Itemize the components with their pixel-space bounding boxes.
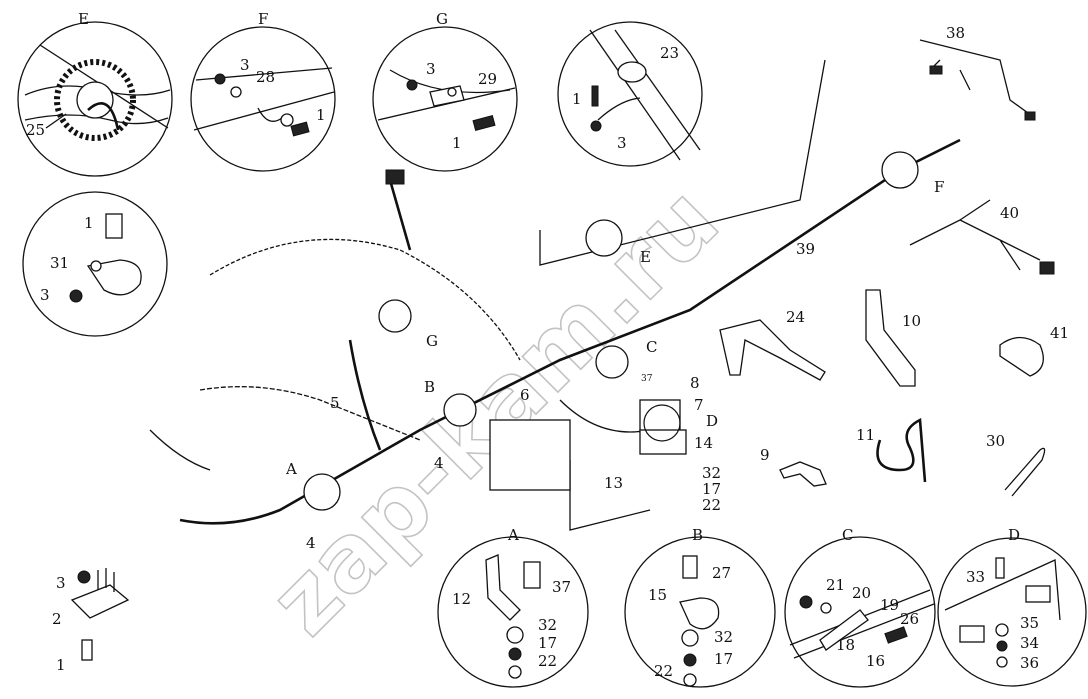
callout-22: 22 (702, 496, 721, 514)
callout-25: 25 (26, 121, 45, 139)
callout-C: C (646, 338, 657, 356)
callout-E: E (640, 248, 651, 266)
callout-36: 36 (1020, 654, 1039, 672)
detail-c: C 21 20 19 18 26 16 (784, 526, 936, 688)
callout-G: G (426, 332, 438, 350)
callout-D: D (706, 412, 718, 430)
callout-3: 3 (56, 574, 66, 592)
detail-f-title: F (258, 10, 268, 28)
callout-39: 39 (796, 240, 815, 258)
callout-32: 32 (702, 464, 721, 482)
callout-11: 11 (856, 426, 875, 444)
callout-3: 3 (40, 286, 50, 304)
callout-29: 29 (478, 70, 497, 88)
callout-37: 37 (552, 578, 571, 596)
callout-2: 2 (52, 610, 62, 628)
detail-b-title: B (692, 526, 703, 544)
part-11: 11 (856, 417, 927, 483)
part-10: 10 (865, 289, 921, 387)
callout-24: 24 (786, 308, 805, 326)
callout-3: 3 (240, 56, 250, 74)
detail-g: G 3 29 1 (372, 10, 518, 172)
detail-d-title: D (1008, 526, 1020, 544)
detail-e-title: E (78, 10, 89, 28)
callout-3: 3 (617, 134, 627, 152)
part-9: 9 (760, 446, 827, 487)
callout-1: 1 (452, 134, 462, 152)
callout-35: 35 (1020, 614, 1039, 632)
part-40: 40 (909, 199, 1055, 275)
part-41: 41 (999, 324, 1069, 377)
detail-clamp-31: 1 31 3 (22, 191, 168, 337)
main-cable (179, 138, 961, 525)
callout-1: 1 (572, 90, 582, 108)
callout-30: 30 (986, 432, 1005, 450)
callout-21: 21 (826, 576, 845, 594)
detail-e: E 25 (17, 10, 173, 177)
part-38: 38 (919, 24, 1036, 121)
detail-a-title: A (507, 526, 519, 544)
detail-d: D 33 35 34 36 (937, 526, 1087, 687)
callout-12: 12 (452, 590, 471, 608)
detail-clamp-23: 23 1 3 (557, 21, 703, 167)
detail-d-circle (937, 537, 1087, 687)
callout-4: 4 (306, 534, 316, 552)
part-2: 3 2 1 (52, 568, 130, 674)
detail-f-circle (190, 26, 336, 172)
callout-B: B (424, 378, 435, 396)
callout-23: 23 (660, 44, 679, 62)
part-30: 30 (986, 432, 1046, 497)
callout-32: 32 (538, 616, 557, 634)
callout-10: 10 (902, 312, 921, 330)
callout-8: 8 (690, 374, 700, 392)
detail-c-title: C (842, 526, 853, 544)
callout-A: A (285, 460, 297, 478)
callout-7: 7 (694, 396, 704, 414)
callout-13: 13 (604, 474, 623, 492)
main-harness: A B C D E F G 4 4 5 6 7 8 14 13 32 17 22… (149, 59, 961, 552)
callout-16: 16 (866, 652, 885, 670)
callout-18: 18 (836, 636, 855, 654)
callout-17: 17 (714, 650, 733, 668)
callout-1: 1 (56, 656, 66, 674)
callout-9: 9 (760, 446, 770, 464)
callout-F: F (934, 178, 944, 196)
callout-32: 32 (714, 628, 733, 646)
battery (489, 419, 571, 491)
callout-20: 20 (852, 584, 871, 602)
part-24: 24 (719, 308, 826, 381)
callout-38: 38 (946, 24, 965, 42)
detail-b: B 27 15 32 22 17 (624, 526, 776, 688)
detail-a: A 12 37 32 17 22 (437, 526, 589, 688)
callout-22: 22 (654, 662, 673, 680)
callout-40: 40 (1000, 204, 1019, 222)
callout-27: 27 (712, 564, 731, 582)
callout-1: 1 (316, 106, 326, 124)
callout-3: 3 (426, 60, 436, 78)
callout-26: 26 (900, 610, 919, 628)
callout-33: 33 (966, 568, 985, 586)
relay-base (639, 429, 687, 455)
callout-17: 17 (702, 480, 721, 498)
callout-34: 34 (1020, 634, 1039, 652)
callout-6: 6 (520, 386, 530, 404)
callout-41: 41 (1050, 324, 1069, 342)
callout-4: 4 (434, 454, 444, 472)
detail-f: F 3 28 1 (190, 10, 336, 172)
callout-19: 19 (880, 596, 899, 614)
callout-5: 5 (330, 394, 340, 412)
callout-37: 37 (641, 374, 653, 384)
callout-1: 1 (84, 214, 94, 232)
callout-14: 14 (694, 434, 713, 452)
detail-g-title: G (436, 10, 448, 28)
callout-17: 17 (538, 634, 557, 652)
callout-28: 28 (256, 68, 275, 86)
callout-31: 31 (50, 254, 69, 272)
callout-22: 22 (538, 652, 557, 670)
callout-15: 15 (648, 586, 667, 604)
